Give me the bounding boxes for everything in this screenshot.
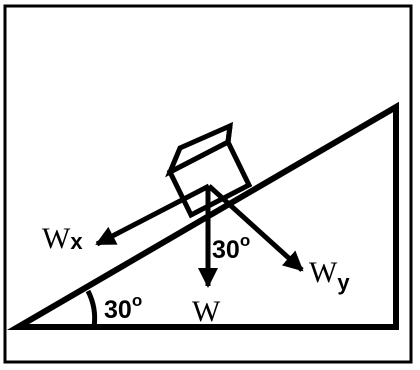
w-label: W [192, 295, 221, 328]
incline-angle-value: 30 [104, 296, 132, 324]
weight-angle-value: 30 [212, 236, 240, 264]
weight-angle-label: 30o [212, 231, 250, 264]
wx-arrow [95, 183, 211, 247]
wx-label-sub: x [70, 229, 83, 254]
incline-angle-degree: o [132, 291, 142, 310]
weight-angle-degree: o [240, 231, 250, 250]
wy-label: Wy [309, 256, 350, 295]
incline-angle-label: 30o [104, 291, 142, 324]
incline-angle-arc [85, 289, 98, 328]
wx-label-base: W [42, 222, 71, 255]
wy-arrow [207, 184, 304, 272]
wx-label: Wx [42, 222, 83, 255]
diagram-frame [3, 4, 413, 364]
wy-label-base: W [309, 256, 338, 289]
wy-label-sub: y [337, 270, 350, 295]
